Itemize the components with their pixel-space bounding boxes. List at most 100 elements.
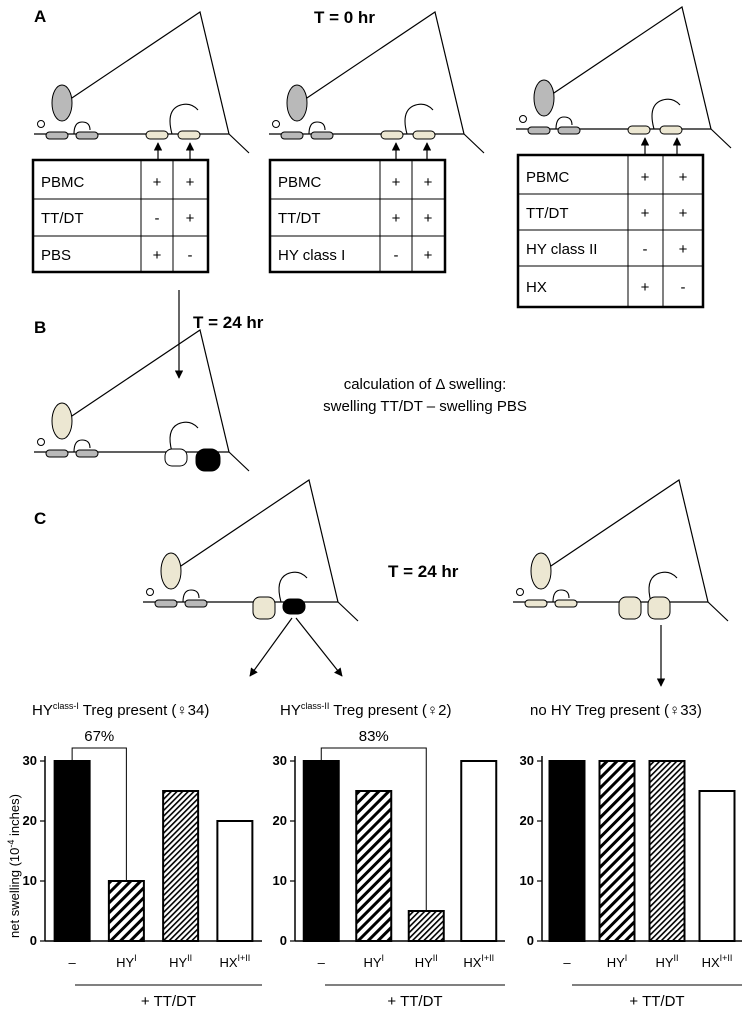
group-title-2: HYclass-II Treg present (♀2) [280,701,452,719]
calculation-line-1: calculation of Δ swelling: [344,376,507,393]
table-cell: PBMC [526,169,570,186]
injection-site [177,130,201,140]
injection-site [412,130,436,140]
y-tick-label: 10 [520,873,534,888]
table-cell: TT/DT [526,205,569,222]
table-cell: PBMC [41,174,85,191]
table-cell: + [186,174,195,191]
table-cell: + [392,210,401,227]
bar [598,760,636,942]
x-tick-label: HYII [655,953,678,970]
table-cell: + [679,205,688,222]
y-tick-label: 20 [520,813,534,828]
bar [216,820,254,942]
table-cell: + [679,169,688,186]
injection-site [380,130,404,140]
footpad-marker [554,599,578,608]
y-tick-label: 20 [23,813,37,828]
y-tick-label: 10 [273,873,287,888]
mouse-diagram-a2 [268,11,485,154]
result-arrow [249,617,293,677]
table-cell: HY class II [526,241,597,258]
footpad-marker [310,131,334,140]
table-cell: TT/DT [278,210,321,227]
treatment-table-1: PBMC + + TT/DT - + PBS + - [31,158,210,274]
group-title-3: no HY Treg present (♀33) [530,702,702,719]
footpad-marker [154,599,178,608]
bar [698,790,736,942]
table-cell: TT/DT [41,210,84,227]
footpad-swelling-ttdt [195,448,221,472]
y-tick-label: 0 [280,933,287,948]
footpad-marker [184,599,208,608]
treatment-table-3: PBMC + + TT/DT + + HY class II - + HX + … [516,153,705,309]
x-tick-label: HYI [607,953,628,970]
injection-site [145,130,169,140]
y-tick-label: 30 [23,753,37,768]
significance-bracket [320,747,427,911]
group-label: + TT/DT [629,993,684,1010]
bar [107,880,145,942]
x-tick-label: HXI+II [219,953,250,970]
mouse-diagram-a3 [515,6,732,149]
bar [548,760,586,942]
time-label-t24-b: T = 24 hr [193,313,264,332]
x-tick-label: – [318,955,326,970]
footpad-swelling [252,596,276,620]
bar [162,790,200,942]
table-cell: HY class I [278,247,345,264]
table-cell: - [394,247,399,264]
mouse-diagram-c1 [142,479,359,622]
annotation-label: 83% [359,728,389,745]
x-tick-label: – [563,955,571,970]
footpad-marker [45,449,69,458]
y-axis-title: net swelling (10-4 inches) [6,794,22,938]
footpad-marker [45,131,69,140]
table-cell: PBS [41,247,71,264]
group-label: + TT/DT [141,993,196,1010]
treatment-table-2: PBMC + + TT/DT + + HY class I - + [268,158,447,274]
bar [460,760,498,942]
x-tick-label: – [69,955,77,970]
y-tick-label: 20 [273,813,287,828]
bar [302,760,340,942]
x-tick-label: HXI+II [463,953,494,970]
table-cell: + [392,174,401,191]
panel-label-b: B [34,318,46,337]
table-cell: + [641,279,650,296]
table-cell: + [153,247,162,264]
y-tick-label: 10 [23,873,37,888]
y-tick-label: 30 [273,753,287,768]
footpad-marker [75,449,99,458]
footpad-swelling [647,596,671,620]
y-tick-label: 30 [520,753,534,768]
x-tick-label: HYI [116,953,137,970]
table-cell: + [679,241,688,258]
footpad-marker [557,126,581,135]
group-title-1: HYclass-I Treg present (♀34) [32,701,209,719]
mouse-ear [286,84,308,122]
table-cell: + [186,210,195,227]
mouse-ear [51,402,73,440]
injection-site [627,125,651,135]
x-tick-label: HYI [363,953,384,970]
table-cell: + [424,247,433,264]
footpad-swelling [282,598,306,615]
footpad-marker [75,131,99,140]
table-cell: - [155,210,160,227]
annotation-label: 67% [84,728,114,745]
y-tick-label: 0 [527,933,534,948]
footpad-marker [524,599,548,608]
time-label-t24-c: T = 24 hr [388,562,459,581]
result-arrow [295,617,343,677]
bar [407,910,445,942]
table-cell: + [424,174,433,191]
footpad-marker [527,126,551,135]
mouse-diagram-b [33,329,250,472]
injection-site [659,125,683,135]
footpad-swelling-pbs [164,448,188,467]
table-cell: + [641,169,650,186]
mouse-diagram-a1 [33,11,250,154]
